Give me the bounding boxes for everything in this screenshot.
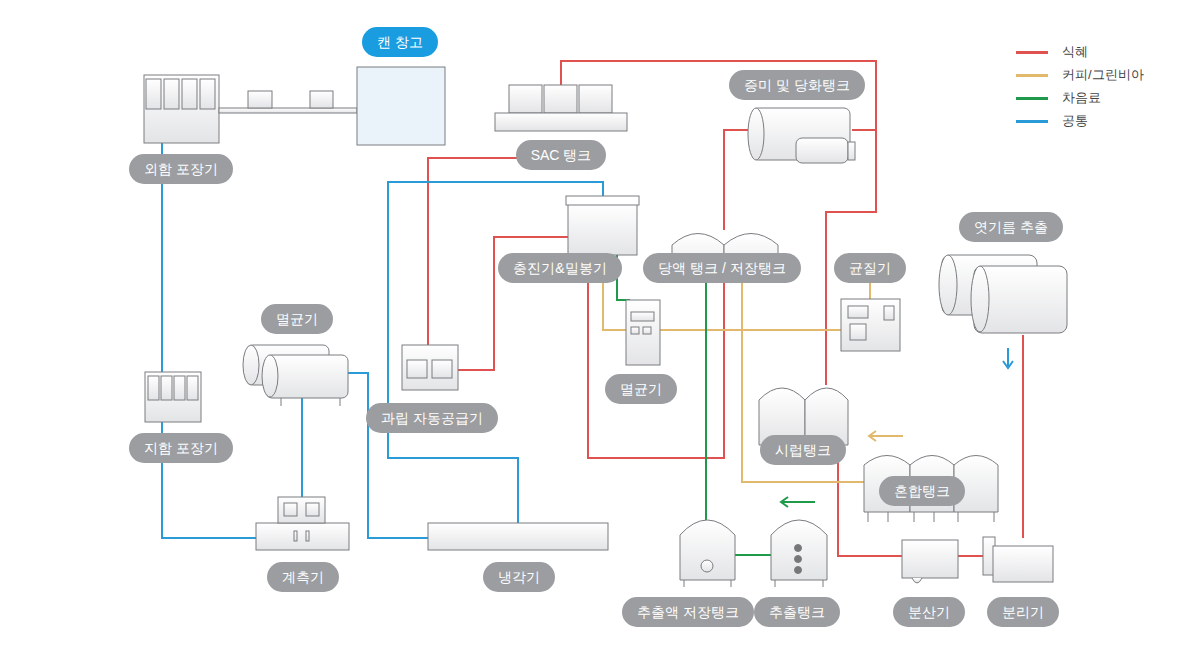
legend-swatch [1016, 120, 1048, 123]
label-text: 계측기 [282, 569, 324, 585]
equipment-label: 계측기 [267, 562, 339, 592]
equipment-label: 멸균기 [605, 374, 677, 404]
label-text: 시럽탱크 [775, 442, 831, 458]
label-text: 당액 탱크 / 저장탱크 [658, 260, 786, 276]
equipment-label: 충진기&밀봉기 [498, 253, 621, 283]
label-text: 외함 포장기 [144, 161, 218, 177]
pipe-green [617, 255, 815, 555]
equipment-label: 분산기 [893, 597, 965, 627]
equipment [144, 67, 1067, 587]
label-text: 과립 자동공급기 [381, 410, 483, 426]
equipment-label: 지함 포장기 [129, 433, 233, 463]
label-text: 혼합탱크 [894, 483, 950, 499]
legend-text: 공통 [1062, 113, 1088, 129]
label-text: 분산기 [908, 604, 950, 620]
equipment-label: 시럽탱크 [760, 435, 846, 465]
label-text: 멸균기 [276, 311, 318, 327]
label-text: 추출탱크 [769, 604, 825, 620]
label-text: 멸균기 [620, 381, 662, 397]
legend-swatch [1016, 51, 1048, 54]
equipment-label: 엿기름 추출 [959, 212, 1063, 242]
legend-swatch [1016, 97, 1048, 100]
label-text: 균질기 [849, 260, 891, 276]
label-text: SAC 탱크 [531, 147, 592, 163]
label-text: 추출액 저장탱크 [637, 604, 739, 620]
label-text: 캔 창고 [377, 34, 423, 50]
label-text: 분리기 [1002, 604, 1044, 620]
equipment-label: 분리기 [987, 597, 1059, 627]
equipment-label: 증미 및 당화탱크 [729, 70, 865, 100]
label-text: 충진기&밀봉기 [513, 260, 606, 276]
equipment-label: 혼합탱크 [879, 476, 965, 506]
legend-text: 커피/그린비아 [1062, 67, 1144, 83]
legend-text: 식혜 [1062, 44, 1088, 60]
label-text: 지함 포장기 [144, 440, 218, 456]
equipment-label: 추출액 저장탱크 [622, 597, 754, 627]
pipe-blue [162, 143, 1013, 538]
equipment-label: 추출탱크 [754, 597, 840, 627]
label-text: 냉각기 [498, 569, 540, 585]
legend-swatch [1016, 74, 1048, 77]
equipment-label: 균질기 [834, 253, 906, 283]
label-text: 엿기름 추출 [974, 219, 1048, 235]
equipment-label: 당액 탱크 / 저장탱크 [643, 253, 801, 283]
legend-text: 차음료 [1062, 90, 1101, 106]
equipment-label: 멸균기 [261, 304, 333, 334]
equipment-label: 외함 포장기 [129, 154, 233, 184]
pipe-yellow [603, 255, 903, 482]
label-text: 증미 및 당화탱크 [744, 77, 850, 93]
equipment-label: 과립 자동공급기 [366, 403, 498, 433]
equipment-label: 냉각기 [483, 562, 555, 592]
equipment-label: 캔 창고 [362, 27, 438, 57]
equipment-label: SAC 탱크 [516, 140, 607, 170]
